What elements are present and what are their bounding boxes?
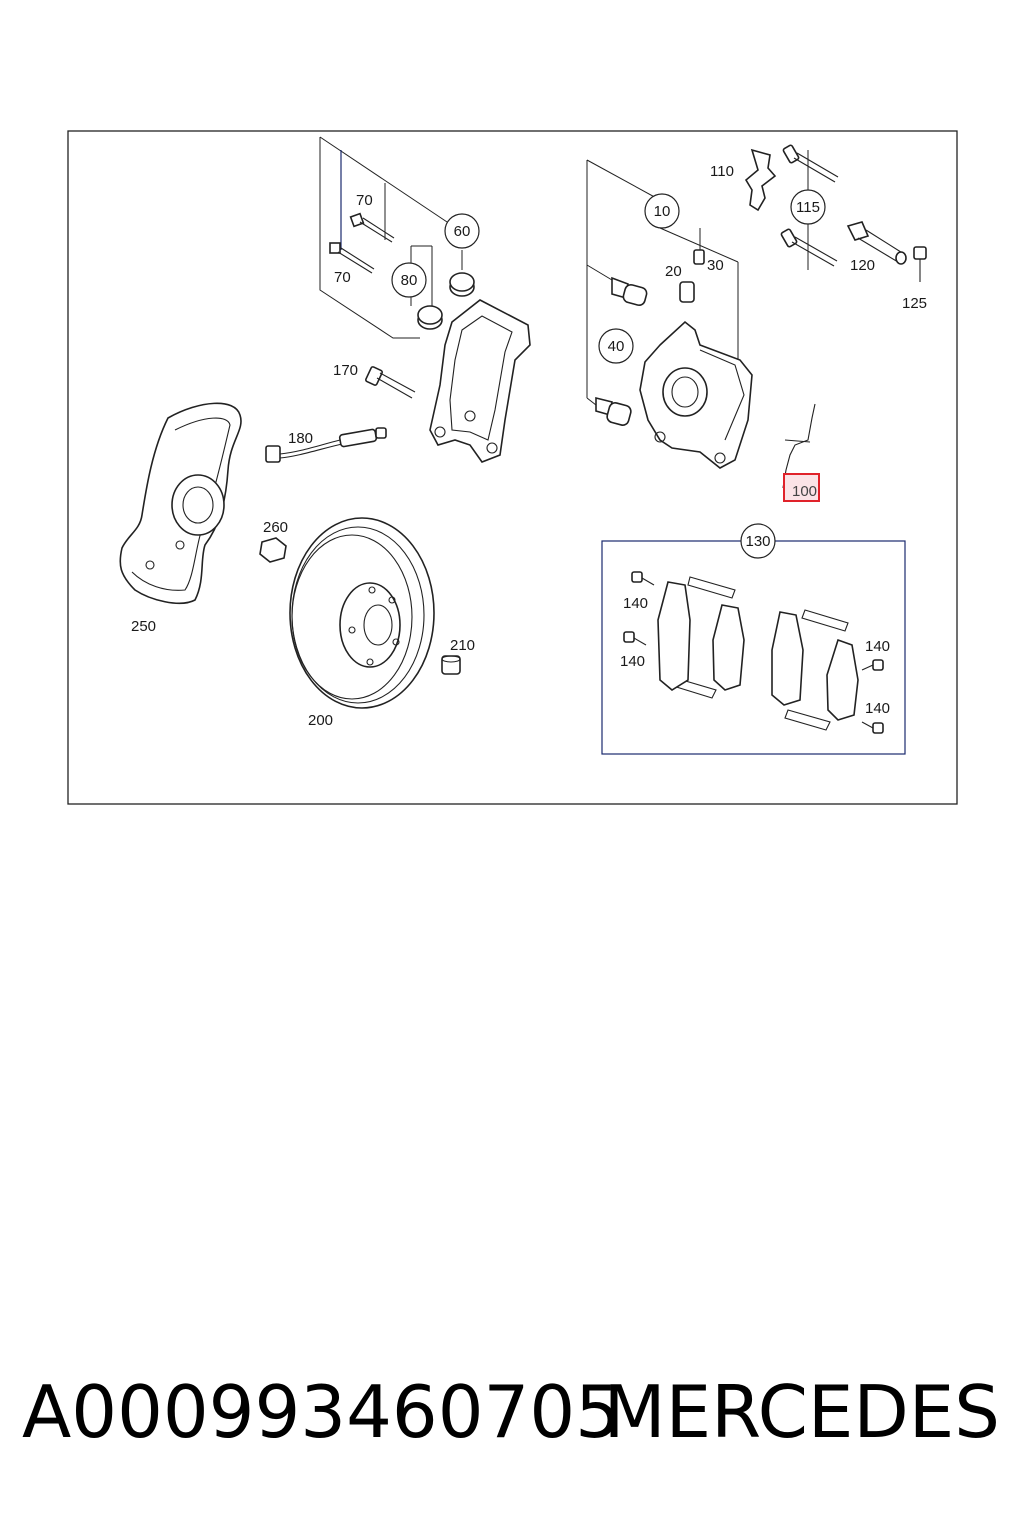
label-250[interactable]: 250: [131, 618, 156, 635]
label-40: 40: [608, 338, 625, 355]
carrier-group: [319, 136, 531, 463]
callout-60[interactable]: [444, 213, 480, 249]
label-180[interactable]: 180: [288, 430, 313, 447]
label-30[interactable]: 30: [707, 257, 724, 274]
label-140-top-left[interactable]: 140: [623, 595, 648, 612]
label-70-top[interactable]: 70: [356, 192, 373, 209]
label-200[interactable]: 200: [308, 712, 333, 729]
label-140-bottom-right[interactable]: 140: [865, 700, 890, 717]
brake-pads: [623, 571, 884, 734]
label-60: 60: [454, 223, 471, 240]
label-130: 130: [745, 533, 770, 550]
label-115: 115: [796, 199, 820, 216]
callout-40[interactable]: [598, 328, 634, 364]
callout-130[interactable]: [740, 523, 776, 559]
label-110[interactable]: 110: [710, 163, 734, 180]
label-140-bottom-left[interactable]: 140: [620, 653, 645, 670]
label-140-top-right[interactable]: 140: [865, 638, 890, 655]
label-210[interactable]: 210: [450, 637, 475, 654]
label-100[interactable]: 100: [792, 483, 817, 500]
brake-disc: [289, 517, 435, 709]
part-number: A000993460705: [22, 1370, 621, 1454]
label-170[interactable]: 170: [333, 362, 358, 379]
brand-name: MERCEDES: [603, 1370, 1000, 1454]
splash-shield: [119, 402, 242, 604]
pad-kit-box: [601, 540, 906, 755]
label-260[interactable]: 260: [263, 519, 288, 536]
label-125[interactable]: 125: [902, 295, 927, 312]
callout-115[interactable]: [790, 189, 826, 225]
label-120[interactable]: 120: [850, 257, 875, 274]
pins-group: [744, 144, 927, 282]
label-70-bottom[interactable]: 70: [334, 269, 351, 286]
diagram-frame: [67, 130, 958, 805]
callout-80[interactable]: [391, 262, 427, 298]
caliper-group: [586, 159, 816, 489]
callout-10[interactable]: [644, 193, 680, 229]
caption: A000993460705 MERCEDES: [0, 1370, 1024, 1480]
highlight-box-100[interactable]: [783, 473, 820, 502]
label-10: 10: [654, 203, 671, 220]
label-20[interactable]: 20: [665, 263, 682, 280]
label-80: 80: [401, 272, 418, 289]
sensor-bolt-group: [265, 366, 416, 463]
